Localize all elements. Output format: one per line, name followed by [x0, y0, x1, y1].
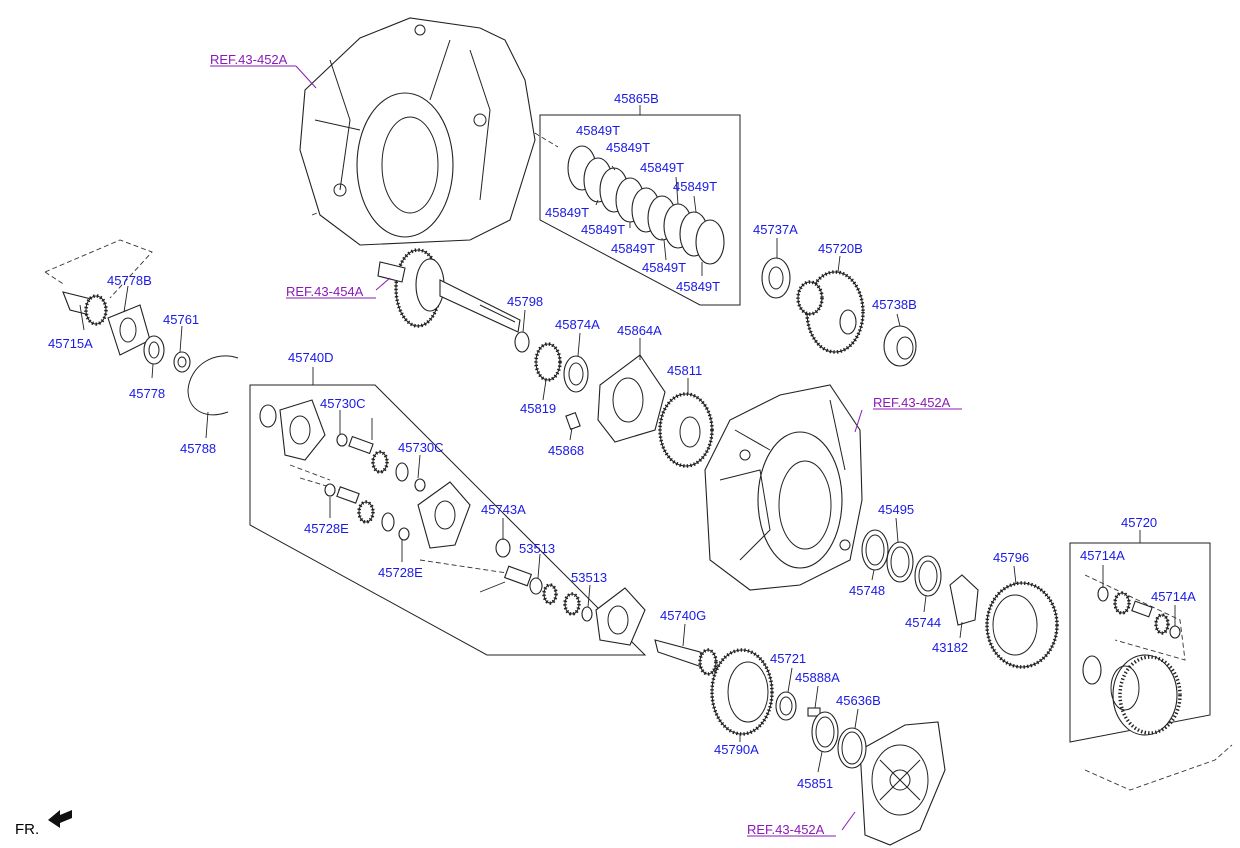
differential-assembly — [761, 257, 917, 367]
part-label-45744[interactable]: 45744 — [905, 615, 941, 630]
part-label-45868[interactable]: 45868 — [548, 443, 584, 458]
part-label-45730c-1[interactable]: 45730C — [320, 396, 366, 411]
part-label-45819[interactable]: 45819 — [520, 401, 556, 416]
differential-box-parts — [1082, 586, 1182, 736]
part-label-45740d[interactable]: 45740D — [288, 350, 334, 365]
part-label-45811[interactable]: 45811 — [667, 363, 702, 378]
part-label-45888a[interactable]: 45888A — [795, 670, 840, 685]
part-label-45849t-2[interactable]: 45849T — [606, 140, 650, 155]
part-label-45636b[interactable]: 45636B — [836, 693, 881, 708]
part-label-45721[interactable]: 45721 — [770, 651, 806, 666]
part-label-45849t-7[interactable]: 45849T — [611, 241, 655, 256]
clutch-ring-set — [567, 145, 725, 265]
ref-label-43-452a-top[interactable]: REF.43-452A — [210, 52, 288, 67]
part-label-45849t-6[interactable]: 45849T — [581, 222, 625, 237]
part-label-45495[interactable]: 45495 — [878, 502, 914, 517]
leader-lines — [79, 65, 1176, 831]
part-label-45851[interactable]: 45851 — [797, 776, 833, 791]
rear-cover-housing — [859, 721, 946, 846]
part-label-45874a[interactable]: 45874A — [555, 317, 600, 332]
part-label-45849t-5[interactable]: 45849T — [545, 205, 589, 220]
center-case-housing — [704, 384, 863, 591]
part-label-45849t-3[interactable]: 45849T — [640, 160, 684, 175]
part-label-45761[interactable]: 45761 — [163, 312, 199, 327]
part-label-45748[interactable]: 45748 — [849, 583, 885, 598]
upper-case-housing — [299, 17, 536, 246]
part-label-45798[interactable]: 45798 — [507, 294, 543, 309]
input-shaft-gear — [377, 248, 521, 333]
ref-label-43-452a-bottom[interactable]: REF.43-452A — [747, 822, 825, 837]
part-label-45720b[interactable]: 45720B — [818, 241, 863, 256]
part-label-45728e-2[interactable]: 45728E — [378, 565, 423, 580]
part-label-45728e-1[interactable]: 45728E — [304, 521, 349, 536]
part-label-53513-1[interactable]: 53513 — [519, 541, 555, 556]
output-shaft-parts — [62, 291, 239, 416]
part-label-45849t-8[interactable]: 45849T — [642, 260, 686, 275]
part-label-45864a[interactable]: 45864A — [617, 323, 662, 338]
part-label-45778b[interactable]: 45778B — [107, 273, 152, 288]
front-direction-indicator: FR. — [15, 810, 72, 838]
part-label-45788[interactable]: 45788 — [180, 441, 216, 456]
part-label-45796[interactable]: 45796 — [993, 550, 1029, 565]
part-label-45730c-2[interactable]: 45730C — [398, 440, 444, 455]
part-label-45865b[interactable]: 45865B — [614, 91, 659, 106]
fr-label: FR. — [15, 821, 39, 838]
part-label-45743a[interactable]: 45743A — [481, 502, 526, 517]
bracket-boxes — [249, 105, 1211, 743]
part-label-45714a-1[interactable]: 45714A — [1080, 548, 1125, 563]
part-label-53513-2[interactable]: 53513 — [571, 570, 607, 585]
part-label-43182[interactable]: 43182 — [932, 640, 968, 655]
planetary-carrier-parts — [259, 399, 646, 646]
part-label-45737a[interactable]: 45737A — [753, 222, 798, 237]
front-arrow-icon — [48, 810, 72, 828]
ref-label-43-454a[interactable]: REF.43-454A — [286, 284, 364, 299]
part-label-45738b[interactable]: 45738B — [872, 297, 917, 312]
part-label-45849t-1[interactable]: 45849T — [576, 123, 620, 138]
right-center-parts — [861, 529, 1059, 669]
part-label-45849t-9[interactable]: 45849T — [676, 279, 720, 294]
part-label-45778[interactable]: 45778 — [129, 386, 165, 401]
part-label-45790a[interactable]: 45790A — [714, 742, 759, 757]
middle-gear-parts — [514, 331, 714, 468]
part-label-45849t-4[interactable]: 45849T — [673, 179, 717, 194]
ref-label-43-452a-middle[interactable]: REF.43-452A — [873, 395, 951, 410]
lower-gear-parts — [654, 639, 867, 769]
part-number-labels: REF.43-452A REF.43-454A REF.43-452A REF.… — [48, 52, 1196, 837]
part-label-45715a[interactable]: 45715A — [48, 336, 93, 351]
part-label-45714a-2[interactable]: 45714A — [1151, 589, 1196, 604]
part-label-45740g[interactable]: 45740G — [660, 608, 706, 623]
part-label-45720[interactable]: 45720 — [1121, 515, 1157, 530]
